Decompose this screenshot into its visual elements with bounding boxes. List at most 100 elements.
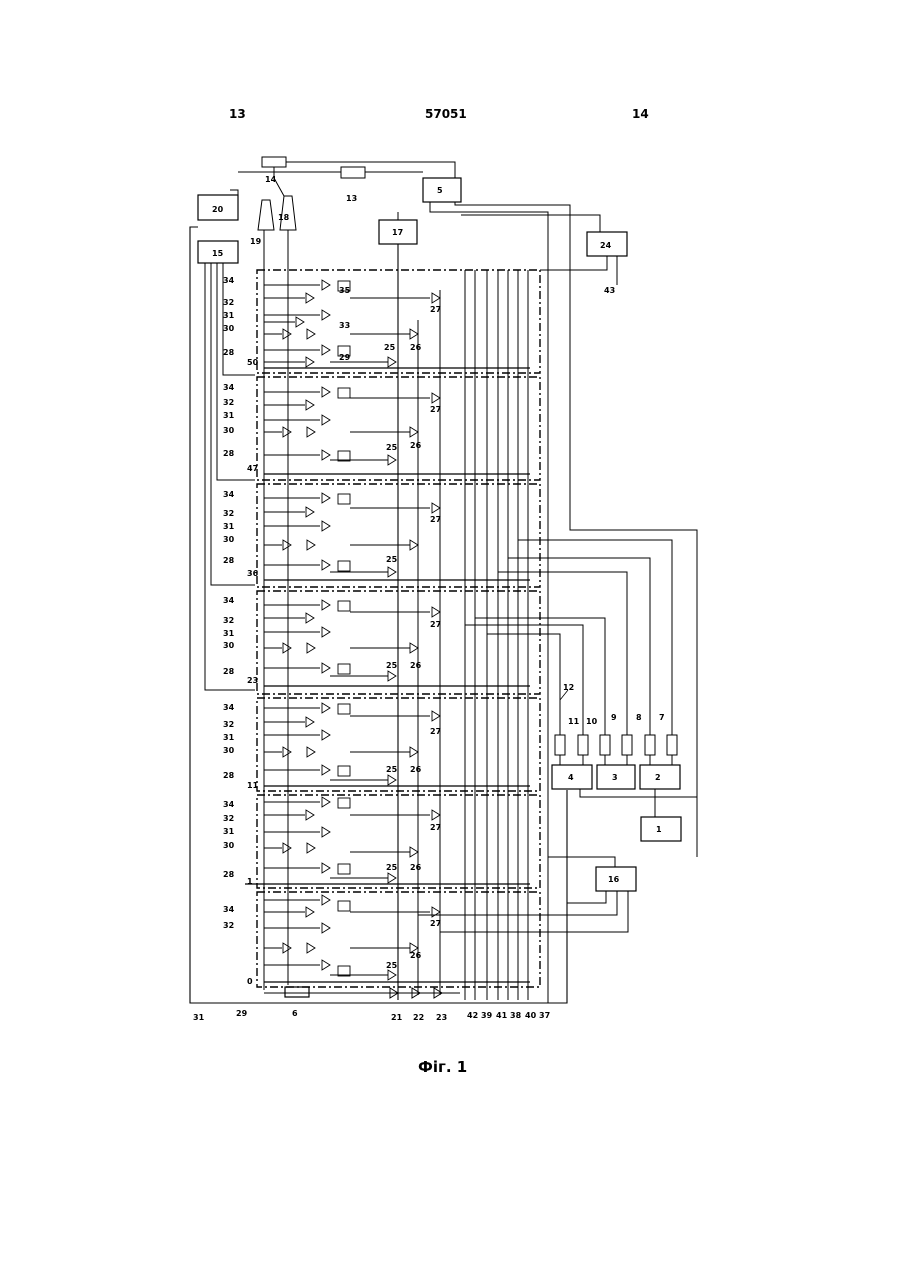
block-13: 13 — [341, 167, 365, 203]
svg-text:17: 17 — [392, 228, 403, 237]
svg-text:15: 15 — [212, 249, 224, 258]
svg-text:32: 32 — [223, 509, 234, 518]
svg-text:23: 23 — [436, 1013, 447, 1022]
svg-text:34: 34 — [223, 905, 235, 914]
svg-text:31: 31 — [223, 311, 235, 320]
svg-text:27: 27 — [430, 305, 441, 314]
block-1: 1 — [641, 817, 681, 841]
svg-text:29: 29 — [339, 353, 351, 362]
svg-text:1: 1 — [656, 825, 662, 834]
svg-text:31: 31 — [223, 411, 235, 420]
svg-text:34: 34 — [223, 800, 235, 809]
svg-text:36: 36 — [247, 569, 259, 578]
svg-text:30: 30 — [223, 746, 235, 755]
svg-text:3: 3 — [612, 773, 618, 782]
svg-text:6: 6 — [292, 1009, 298, 1018]
svg-text:28: 28 — [223, 556, 235, 565]
svg-text:21: 21 — [391, 1013, 403, 1022]
svg-text:28: 28 — [223, 870, 235, 879]
figure-caption: Фіг. 1 — [418, 1058, 467, 1076]
svg-text:27: 27 — [430, 405, 441, 414]
svg-text:10: 10 — [586, 717, 598, 726]
svg-text:27: 27 — [430, 727, 441, 736]
svg-text:35: 35 — [339, 286, 351, 295]
svg-text:24: 24 — [600, 241, 612, 250]
svg-text:31: 31 — [223, 827, 235, 836]
svg-text:50: 50 — [247, 358, 259, 367]
svg-text:30: 30 — [223, 426, 235, 435]
svg-text:34: 34 — [223, 490, 235, 499]
svg-text:25: 25 — [386, 961, 398, 970]
svg-text:26: 26 — [410, 863, 422, 872]
svg-text:37: 37 — [539, 1011, 550, 1020]
vertical-buses — [418, 270, 528, 1000]
block-4: 4 — [552, 765, 592, 789]
block-16: 16 — [596, 867, 636, 891]
svg-text:47: 47 — [247, 464, 258, 473]
svg-text:28: 28 — [223, 667, 235, 676]
block-15: 15 — [198, 241, 238, 263]
svg-text:32: 32 — [223, 720, 234, 729]
svg-text:7: 7 — [659, 713, 665, 722]
svg-text:34: 34 — [223, 703, 235, 712]
svg-text:2: 2 — [655, 773, 661, 782]
svg-text:39: 39 — [481, 1011, 493, 1020]
svg-text:26: 26 — [410, 343, 422, 352]
svg-text:26: 26 — [410, 765, 422, 774]
svg-text:1: 1 — [247, 877, 253, 886]
svg-text:32: 32 — [223, 921, 234, 930]
svg-text:40: 40 — [525, 1011, 537, 1020]
label-18: 18 — [278, 213, 290, 222]
svg-text:27: 27 — [430, 620, 441, 629]
svg-text:31: 31 — [223, 522, 235, 531]
svg-text:13: 13 — [346, 194, 357, 203]
svg-text:32: 32 — [223, 298, 234, 307]
svg-text:22: 22 — [413, 1013, 424, 1022]
svg-text:12: 12 — [563, 683, 574, 692]
bottom-labels: 31 29 21 22 23 42 39 41 38 40 37 — [193, 1009, 550, 1022]
svg-text:32: 32 — [223, 814, 234, 823]
svg-text:42: 42 — [467, 1011, 478, 1020]
svg-text:11: 11 — [247, 781, 259, 790]
svg-text:41: 41 — [496, 1011, 508, 1020]
svg-text:31: 31 — [223, 733, 235, 742]
block-2: 2 — [640, 765, 680, 789]
svg-text:30: 30 — [223, 641, 235, 650]
block-5: 5 — [423, 178, 461, 202]
svg-text:8: 8 — [636, 713, 642, 722]
svg-text:27: 27 — [430, 823, 441, 832]
svg-text:25: 25 — [386, 765, 398, 774]
svg-text:31: 31 — [193, 1013, 205, 1022]
svg-text:26: 26 — [410, 951, 422, 960]
block-17: 17 — [379, 220, 417, 244]
svg-text:34: 34 — [223, 596, 235, 605]
svg-text:16: 16 — [608, 875, 620, 884]
row-labels: 34 32 31 30 28 34 32 31 30 28 34 32 31 30 28 34 32 31 3… — [223, 276, 235, 930]
label-43: 43 — [604, 286, 615, 295]
svg-text:32: 32 — [223, 616, 234, 625]
block-3: 3 — [597, 765, 635, 789]
block-20: 20 — [198, 195, 238, 220]
svg-text:27: 27 — [430, 919, 441, 928]
resistors: 12 11 10 9 8 7 — [555, 683, 677, 755]
svg-text:34: 34 — [223, 276, 235, 285]
svg-text:20: 20 — [212, 205, 224, 214]
svg-text:25: 25 — [384, 343, 396, 352]
svg-text:26: 26 — [410, 441, 422, 450]
svg-text:9: 9 — [611, 713, 617, 722]
svg-text:30: 30 — [223, 324, 235, 333]
svg-text:28: 28 — [223, 771, 235, 780]
svg-text:23: 23 — [247, 676, 258, 685]
svg-text:28: 28 — [223, 348, 235, 357]
svg-text:28: 28 — [223, 449, 235, 458]
svg-text:25: 25 — [386, 555, 398, 564]
svg-text:25: 25 — [386, 661, 398, 670]
svg-text:26: 26 — [410, 661, 422, 670]
device-labels: 35 33 29 27 26 25 27 26 25 27 25 27 26 2… — [339, 286, 441, 970]
svg-text:34: 34 — [223, 383, 235, 392]
svg-text:0: 0 — [247, 977, 253, 986]
svg-text:4: 4 — [568, 773, 574, 782]
svg-text:25: 25 — [386, 443, 398, 452]
svg-text:33: 33 — [339, 321, 350, 330]
